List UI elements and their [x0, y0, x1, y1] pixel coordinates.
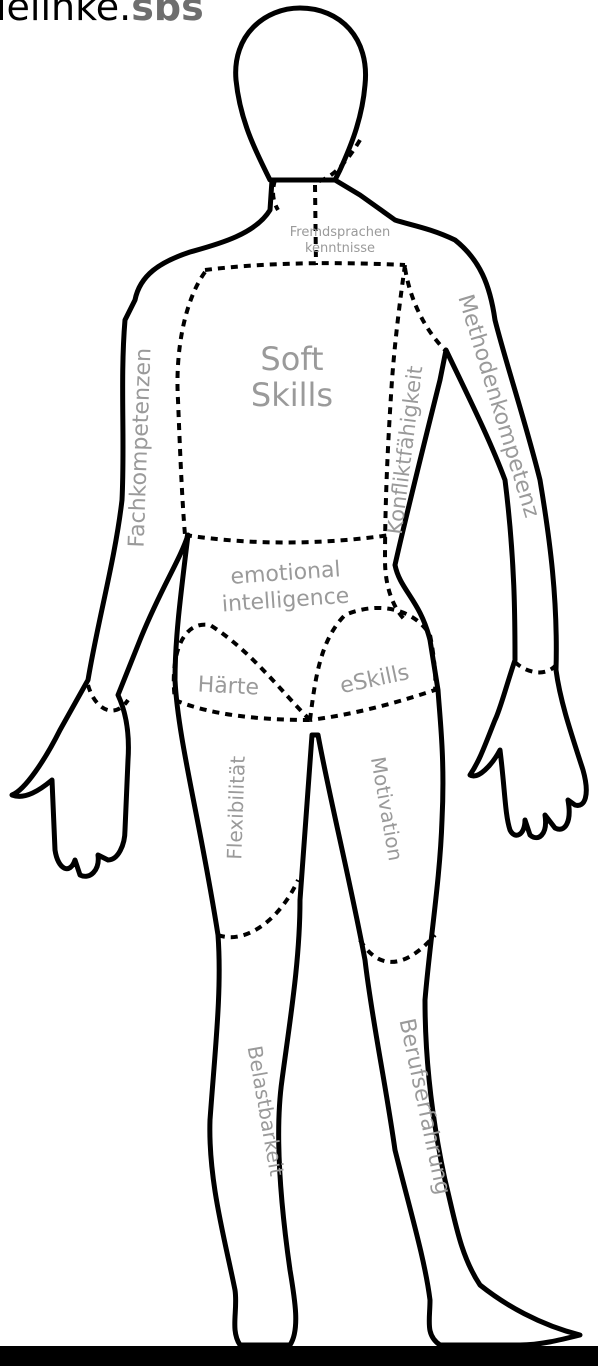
label-fremdsprachen-line2: kenntnisse [305, 241, 375, 256]
label-soft-line1: Soft [260, 340, 323, 378]
label-flexibilitaet: Flexibilität [222, 755, 250, 860]
label-haerte: Härte [197, 672, 259, 700]
brand-logo: ielinke.sbs [0, 0, 204, 29]
head-outline [236, 8, 366, 180]
body-outline [12, 8, 586, 1345]
bottom-band [0, 1346, 598, 1366]
label-soft-line2: Skills [251, 376, 333, 414]
label-fremdsprachen-line1: Fremdsprachen [290, 225, 390, 240]
